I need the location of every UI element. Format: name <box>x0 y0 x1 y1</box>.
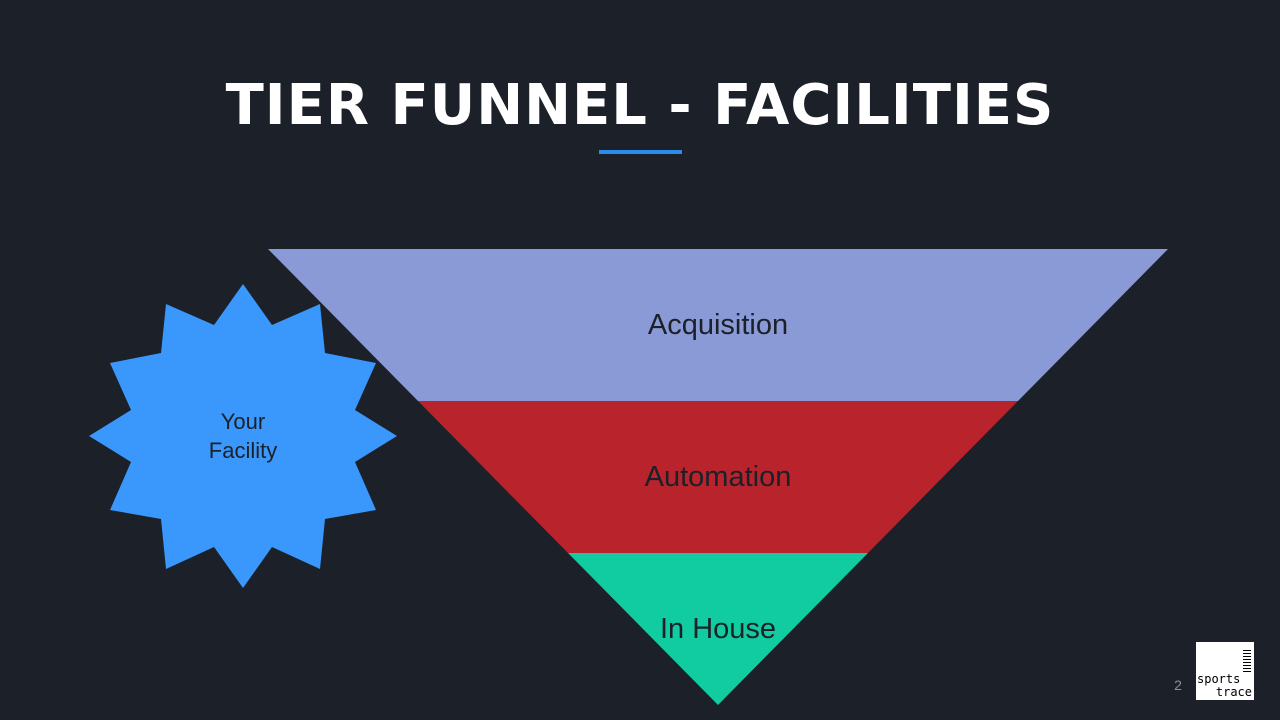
funnel-tier-acquisition <box>268 249 1168 401</box>
funnel-tier-label: Acquisition <box>648 309 788 341</box>
title-underline <box>599 150 682 154</box>
funnel-tier-label: Automation <box>645 461 792 493</box>
slide-title: TIER FUNNEL - FACILITIES <box>225 73 1055 138</box>
star-label-line2: Facility <box>209 438 277 463</box>
page-number: 2 <box>1174 677 1182 693</box>
sportstrace-logo: sports trace <box>1196 642 1254 700</box>
logo-text-line1: sports <box>1197 672 1241 686</box>
star-label-line1: Your <box>221 409 265 434</box>
funnel-tier-automation <box>418 401 1018 553</box>
funnel-tier-in-house <box>568 553 868 705</box>
logo-text-line2: trace <box>1215 685 1252 699</box>
logo-bars-icon <box>1243 650 1251 672</box>
star-burst <box>89 284 397 588</box>
funnel-tier-label: In House <box>660 613 776 645</box>
